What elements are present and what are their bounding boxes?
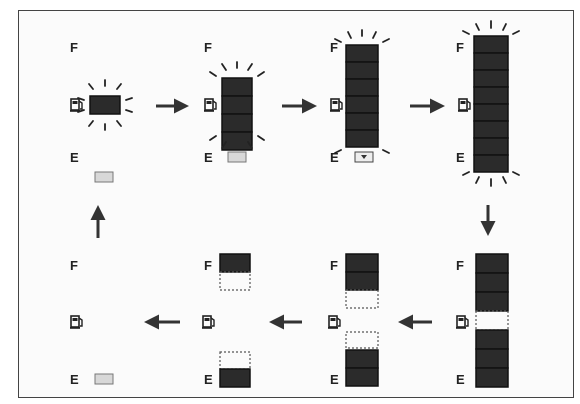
gauge-step-5: F E (455, 253, 509, 388)
empty-segment (345, 289, 379, 309)
gauge-segment (475, 329, 509, 350)
gauge-segment (345, 112, 379, 131)
gauge-segment (89, 95, 121, 115)
flash-rays (334, 29, 390, 154)
gauge-step-2: F E (203, 40, 265, 165)
flash-rays (77, 79, 133, 131)
gauge-step-1: F E (69, 40, 133, 183)
full-label: F (70, 40, 78, 55)
gauge-step-7: F E (201, 253, 251, 388)
empty-label: E (456, 372, 465, 387)
gauge-segment (345, 349, 379, 369)
gauge-segment (473, 86, 509, 105)
fuel-pump-icon (69, 315, 83, 330)
gauge-segment (345, 61, 379, 80)
gauge-step-6: F E (327, 253, 379, 387)
full-label: F (330, 258, 338, 273)
lamp-marker (361, 155, 367, 159)
gauge-segment (473, 35, 509, 54)
gauge-segment (473, 69, 509, 88)
gauge-step-3: F E (329, 29, 390, 165)
gauge-segment (475, 348, 509, 369)
empty-label: E (204, 150, 213, 165)
empty-segment (475, 310, 509, 331)
gauge-segment (475, 253, 509, 274)
gauge-segment (345, 367, 379, 387)
full-label: F (204, 40, 212, 55)
empty-segment (345, 331, 379, 349)
gauge-segment (221, 131, 253, 151)
full-label: F (70, 258, 78, 273)
gauge-segment (345, 95, 379, 114)
empty-label: E (70, 150, 79, 165)
gauge-step-8: F E (69, 258, 114, 387)
low-fuel-lamp (227, 151, 247, 163)
gauge-segment (475, 367, 509, 388)
empty-segment (219, 271, 251, 291)
gauge-segment (221, 113, 253, 133)
full-label: F (456, 40, 464, 55)
fuel-pump-icon (201, 315, 215, 330)
gauge-segment (345, 271, 379, 291)
gauge-segment (473, 120, 509, 139)
fuel-pump-icon (203, 98, 217, 113)
fuel-pump-icon (455, 315, 469, 330)
gauge-segment (345, 78, 379, 97)
gauge-segment (221, 77, 253, 97)
fuel-pump-icon (327, 315, 341, 330)
empty-label: E (70, 372, 79, 387)
fuel-pump-icon (329, 98, 343, 113)
full-label: F (204, 258, 212, 273)
fuel-pump-icon (457, 98, 471, 113)
low-fuel-lamp (94, 373, 114, 385)
gauge-segment (473, 154, 509, 173)
empty-label: E (204, 372, 213, 387)
gauge-segment (473, 103, 509, 122)
gauge-segment (475, 272, 509, 293)
gauge-segment (345, 44, 379, 63)
flash-rays (462, 20, 520, 187)
full-label: F (330, 40, 338, 55)
empty-label: E (330, 372, 339, 387)
low-fuel-lamp (94, 171, 114, 183)
full-label: F (456, 258, 464, 273)
gauge-segment (473, 137, 509, 156)
gauge-segment (345, 253, 379, 273)
gauge-segment (345, 129, 379, 148)
fuel-pump-icon (69, 98, 83, 113)
empty-segment (219, 351, 251, 370)
flash-rays (209, 61, 265, 149)
gauge-step-4: F E (456, 20, 520, 187)
empty-label: E (330, 150, 339, 165)
gauge-segment (219, 253, 251, 273)
gauge-segment (221, 95, 253, 115)
gauge-segment (473, 52, 509, 71)
gauge-segment (219, 368, 251, 388)
empty-label: E (456, 150, 465, 165)
gauge-segment (475, 291, 509, 312)
